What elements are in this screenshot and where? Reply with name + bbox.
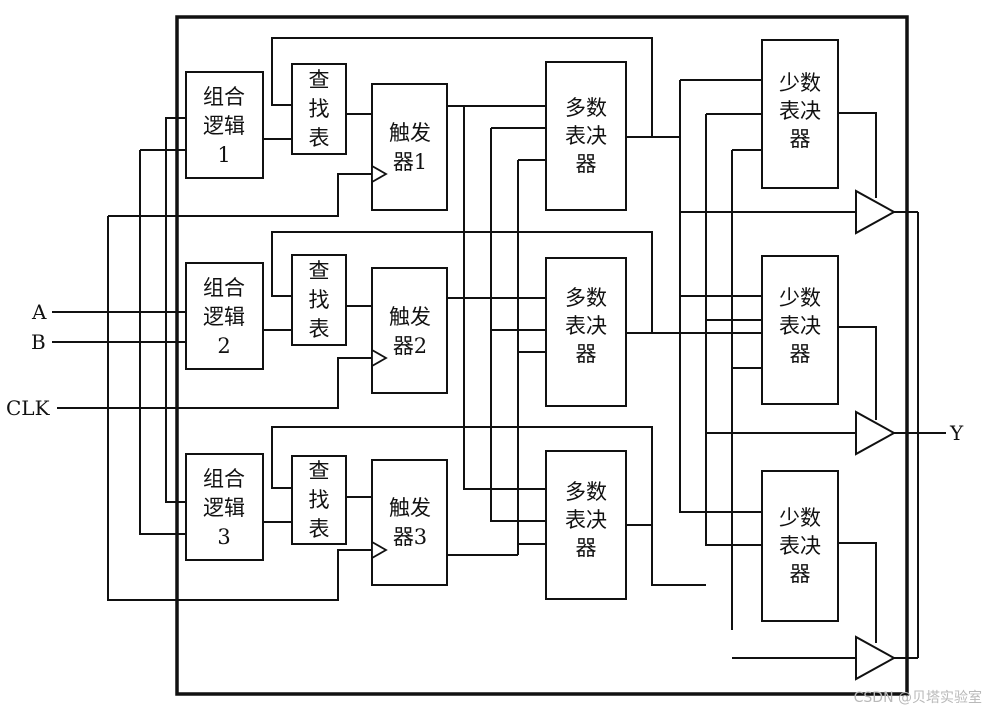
- combo-logic-2-line3: 2: [217, 334, 230, 358]
- wire-clk-ff1: [108, 173, 372, 217]
- minority-voter-3-line3: 器: [790, 562, 811, 586]
- combo-logic-1-box: [185, 71, 264, 179]
- flipflop-3-line1: 触发: [389, 496, 431, 520]
- minority-voter-1-line3: 器: [790, 127, 811, 151]
- majority-voter-3-line3: 器: [576, 536, 597, 560]
- majority-voter-3-line1: 多数: [565, 480, 607, 504]
- flipflop-2-box: [371, 267, 448, 394]
- combo-logic-3-line3: 3: [217, 525, 230, 549]
- wire-feedback-2: [271, 231, 653, 333]
- combo-logic-1-line2: 逻辑: [203, 114, 245, 138]
- flipflop-1-box: [371, 83, 448, 211]
- wire-output-bus: [894, 211, 919, 659]
- combo-logic-3-box: [185, 453, 264, 561]
- wire-b-bus: [139, 149, 186, 535]
- majority-voter-3-box: [545, 450, 627, 600]
- wire-feedback-3: [271, 426, 653, 525]
- combo-logic-3-line2: 逻辑: [203, 496, 245, 520]
- watermark: CSDN @贝塔实验室: [854, 689, 982, 706]
- tristate-buffer-2-icon: [855, 410, 897, 456]
- minority-voter-2-line1: 少数: [779, 286, 821, 310]
- flipflop-1-line2: 器1: [393, 150, 427, 174]
- minority-voter-2-box: [761, 255, 839, 405]
- lut-2-line3: 表: [309, 317, 330, 341]
- majority-voter-3-line2: 表决: [565, 508, 607, 532]
- wiring: [52, 37, 946, 659]
- lut-2-line1: 查: [309, 259, 330, 283]
- minority-voter-3-box: [761, 470, 839, 622]
- flipflop-3-line2: 器3: [393, 525, 427, 549]
- flipflop-3-box: [371, 459, 448, 586]
- combo-logic-2-line1: 组合: [203, 276, 245, 300]
- majority-voter-2-line3: 器: [576, 342, 597, 366]
- minority-voter-1-line1: 少数: [779, 71, 821, 95]
- combo-logic-1-line1: 组合: [203, 85, 245, 109]
- flipflop-2-line2: 器2: [393, 334, 427, 358]
- input-clk-label: CLK: [6, 396, 51, 420]
- flipflop-2-line1: 触发: [389, 305, 431, 329]
- majority-voter-1-box: [545, 61, 627, 211]
- module-boundary: [175, 15, 909, 696]
- output-y-label: Y: [949, 421, 964, 445]
- input-b-label: B: [31, 330, 46, 354]
- wire-nv1-en: [838, 112, 877, 198]
- flipflop-2-clock-icon: [371, 348, 388, 368]
- input-a-label: A: [31, 300, 47, 324]
- wire-feedback-1: [271, 37, 653, 137]
- lut-1-line1: 查: [309, 68, 330, 92]
- wire-a-bus: [165, 117, 186, 503]
- minority-voter-2-line3: 器: [790, 342, 811, 366]
- lut-1-line3: 表: [309, 126, 330, 150]
- majority-voter-1-line1: 多数: [565, 96, 607, 120]
- flipflop-1-line1: 触发: [389, 121, 431, 145]
- wire-mvbus-2: [705, 113, 762, 546]
- lut-3-line3: 表: [309, 517, 330, 541]
- majority-voter-1-line3: 器: [576, 152, 597, 176]
- majority-voter-1-line2: 表决: [565, 124, 607, 148]
- flipflop-3-clock-icon: [371, 540, 388, 560]
- majority-voter-2-box: [545, 257, 627, 407]
- lut-1-line2: 找: [309, 97, 330, 121]
- wire-mv3-out: [626, 524, 706, 586]
- majority-voter-2-line1: 多数: [565, 286, 607, 310]
- combo-logic-2-box: [185, 262, 264, 370]
- tristate-buffer-3-icon: [855, 635, 897, 681]
- wire-mvbus-1: [679, 79, 762, 513]
- combo-logic-1-line3: 1: [217, 143, 230, 167]
- minority-voter-3-line2: 表决: [779, 534, 821, 558]
- wire-mvbus-3: [731, 149, 762, 630]
- minority-voter-1-line2: 表决: [779, 99, 821, 123]
- lut-2-line2: 找: [309, 288, 330, 312]
- wire-nv3-en: [838, 542, 877, 643]
- tristate-buffer-1-icon: [855, 189, 897, 235]
- combo-logic-3-line1: 组合: [203, 467, 245, 491]
- minority-voter-3-line1: 少数: [779, 506, 821, 530]
- majority-voter-2-line2: 表决: [565, 314, 607, 338]
- lut-3-line2: 找: [309, 488, 330, 512]
- lut-3-line1: 查: [309, 459, 330, 483]
- wire-nv2-en: [838, 326, 877, 420]
- lut-2-box: [291, 254, 347, 346]
- minority-voter-2-line2: 表决: [779, 314, 821, 338]
- combo-logic-2-line2: 逻辑: [203, 305, 245, 329]
- lut-3-box: [291, 455, 347, 545]
- lut-1-box: [291, 63, 347, 155]
- wire-ff3-bus: [517, 159, 546, 555]
- wire-clk-ff3: [107, 216, 372, 601]
- wire-clk-ff2: [57, 357, 372, 409]
- minority-voter-1-box: [761, 39, 839, 189]
- flipflop-1-clock-icon: [371, 164, 388, 184]
